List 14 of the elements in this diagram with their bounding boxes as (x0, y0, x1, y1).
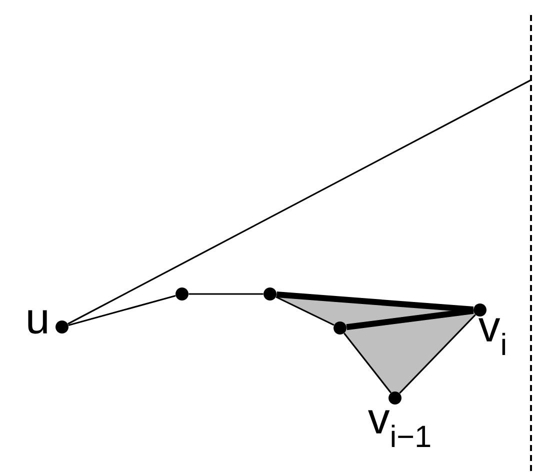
vertex-label: u (28, 310, 47, 334)
vertex-dot (334, 322, 346, 334)
edge-line (276, 292, 474, 312)
vertex-dot (264, 288, 276, 300)
edge-line (344, 332, 392, 394)
edge-line (276, 296, 334, 326)
vertex-dot (176, 288, 188, 300)
edge-line (346, 308, 474, 330)
edge-line (68, 79, 532, 325)
vertex-label: v$_{i−1}$ (368, 410, 430, 448)
edge-line (68, 295, 176, 326)
edge-line (399, 314, 476, 394)
vertex-label: v$_{i}$ (478, 318, 506, 356)
edge-line (188, 293, 264, 295)
